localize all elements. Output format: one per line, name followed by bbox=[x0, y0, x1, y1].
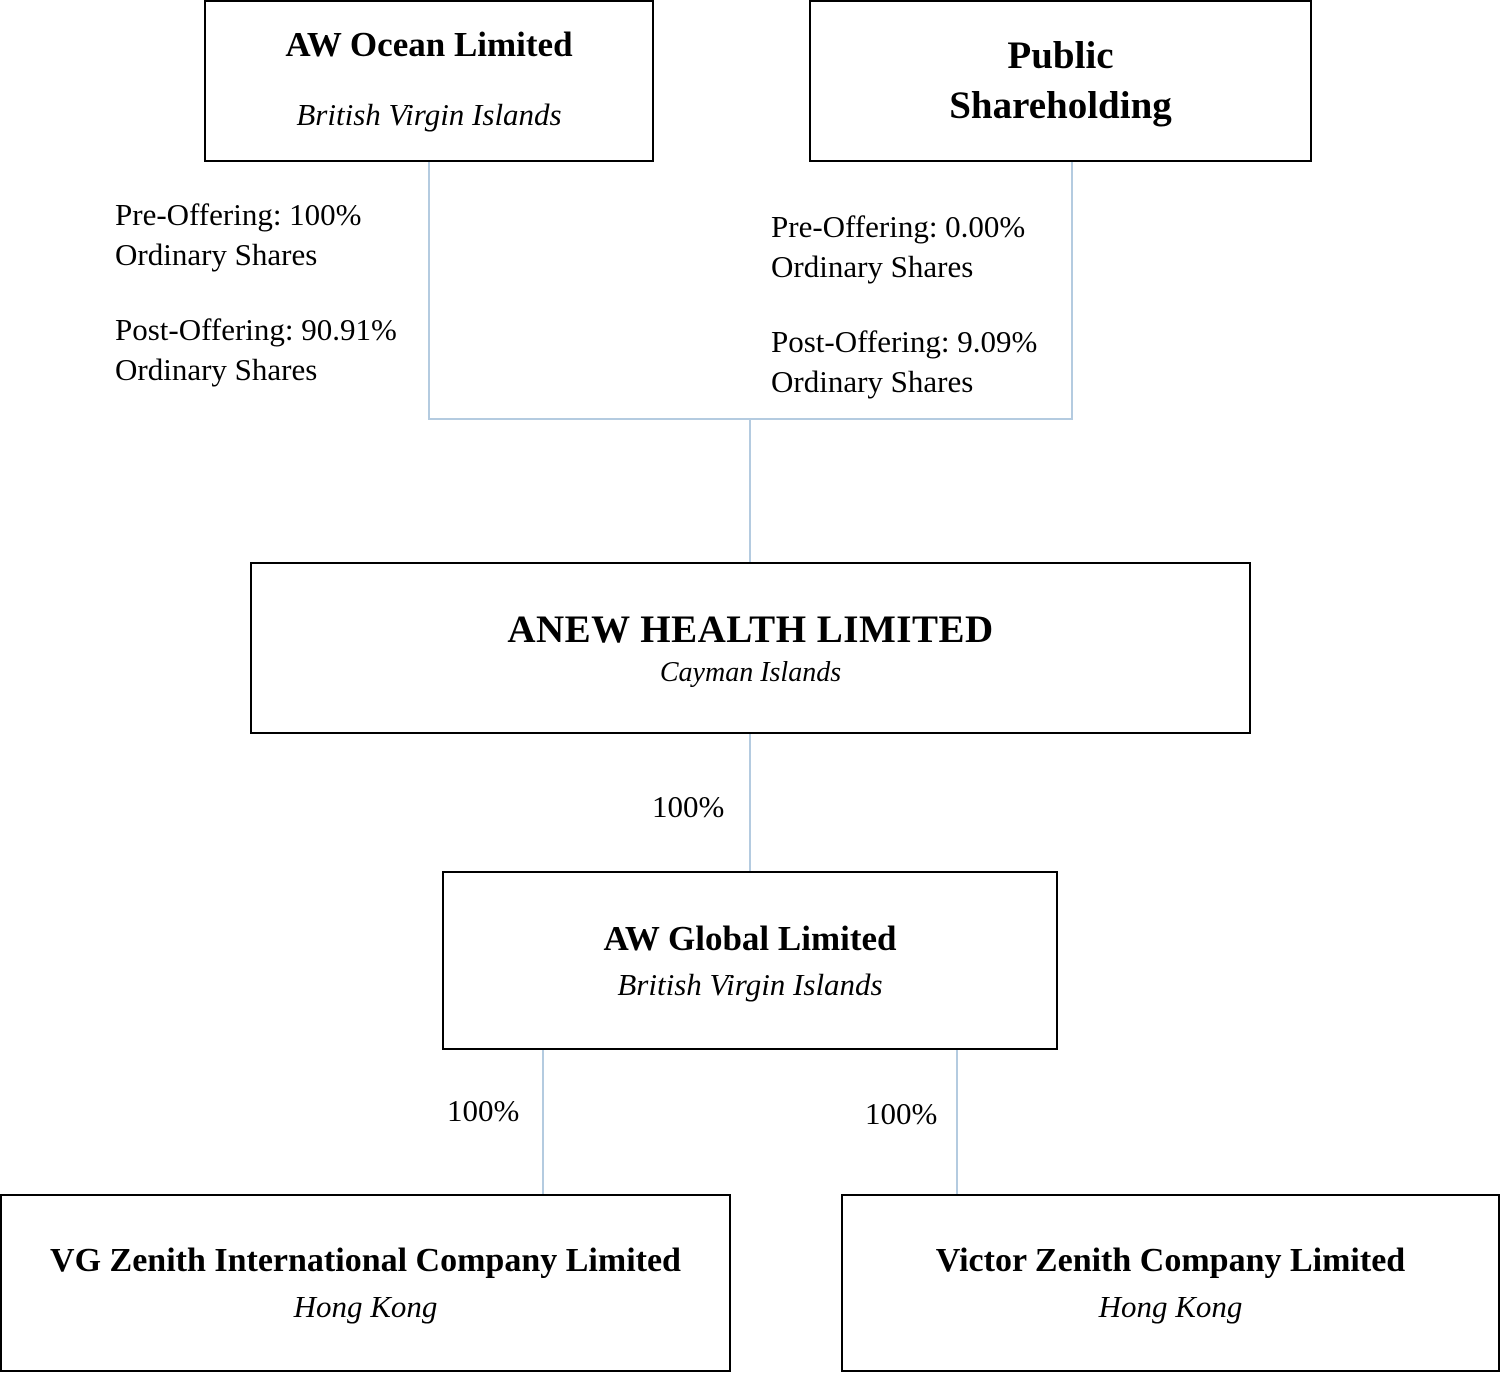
aw-global-limited-jurisdiction: British Virgin Islands bbox=[617, 966, 883, 1002]
connector-aw-ocean-down bbox=[428, 160, 430, 420]
vg-zenith-international-box: VG Zenith International Company Limited … bbox=[0, 1194, 731, 1372]
aw-global-limited-name: AW Global Limited bbox=[603, 918, 897, 958]
victor-zenith-company-name: Victor Zenith Company Limited bbox=[935, 1242, 1406, 1279]
connector-to-anew bbox=[749, 418, 751, 563]
aw-ocean-limited-jurisdiction: British Virgin Islands bbox=[296, 97, 562, 132]
public-shareholding-name-line2: Shareholding bbox=[949, 84, 1172, 127]
public-post-offering-type: Ordinary Shares bbox=[771, 364, 974, 399]
connector-anew-to-global bbox=[749, 732, 751, 872]
connector-global-to-vg bbox=[542, 1048, 544, 1195]
public-post-offering-label: Post-Offering: 9.09% bbox=[771, 324, 1038, 359]
vg-zenith-international-name: VG Zenith International Company Limited bbox=[50, 1242, 681, 1279]
connector-public-down bbox=[1071, 160, 1073, 420]
aw-ocean-pre-offering-label: Pre-Offering: 100% bbox=[115, 197, 362, 232]
global-to-vg-percentage: 100% bbox=[447, 1093, 520, 1128]
victor-zenith-company-box: Victor Zenith Company Limited Hong Kong bbox=[841, 1194, 1500, 1372]
aw-ocean-limited-box: AW Ocean Limited British Virgin Islands bbox=[204, 0, 654, 162]
public-pre-offering-label: Pre-Offering: 0.00% bbox=[771, 209, 1026, 244]
aw-global-limited-box: AW Global Limited British Virgin Islands bbox=[442, 871, 1058, 1050]
public-pre-offering-type: Ordinary Shares bbox=[771, 249, 974, 284]
aw-ocean-post-offering-type: Ordinary Shares bbox=[115, 352, 318, 387]
public-shareholding-name-line1: Public bbox=[1007, 34, 1114, 77]
victor-zenith-company-jurisdiction: Hong Kong bbox=[1098, 1288, 1243, 1324]
global-to-victor-percentage: 100% bbox=[865, 1096, 938, 1131]
vg-zenith-international-jurisdiction: Hong Kong bbox=[293, 1288, 438, 1324]
connector-global-to-victor bbox=[956, 1048, 958, 1195]
anew-health-limited-name: ANEW HEALTH LIMITED bbox=[507, 607, 994, 651]
anew-health-limited-jurisdiction: Cayman Islands bbox=[659, 656, 842, 688]
public-shareholding-box: Public Shareholding bbox=[809, 0, 1312, 162]
aw-ocean-post-offering-label: Post-Offering: 90.91% bbox=[115, 312, 397, 347]
anew-health-limited-box: ANEW HEALTH LIMITED Cayman Islands bbox=[250, 562, 1251, 734]
aw-ocean-pre-offering-type: Ordinary Shares bbox=[115, 237, 318, 272]
aw-ocean-limited-name: AW Ocean Limited bbox=[285, 25, 573, 64]
anew-to-global-percentage: 100% bbox=[652, 789, 725, 824]
